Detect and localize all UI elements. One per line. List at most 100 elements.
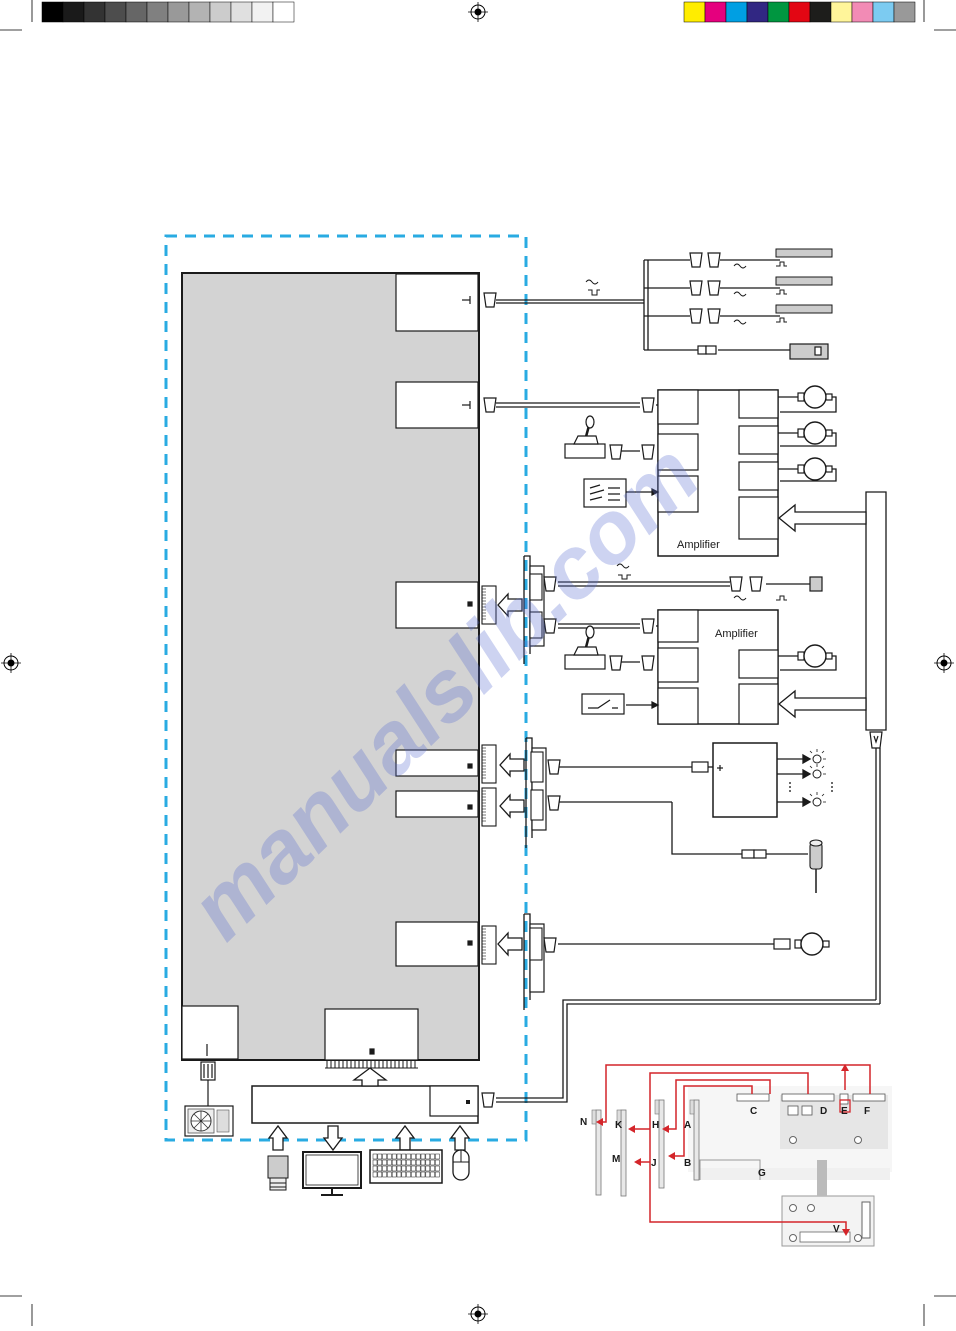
- red-arrowheads: [596, 1064, 850, 1236]
- callout-e: E: [841, 1106, 848, 1117]
- color-swatch: [683, 1, 706, 23]
- arrow-icon: [497, 931, 523, 957]
- power-connector: [200, 1061, 216, 1106]
- motor-icon: [797, 421, 833, 445]
- amplifier-cable: [496, 402, 658, 493]
- port-markers: [206, 296, 473, 1056]
- key: [411, 1159, 416, 1166]
- gray-swatch: [188, 1, 211, 23]
- key: [435, 1153, 440, 1160]
- key: [372, 1159, 378, 1166]
- callout-c: C: [750, 1106, 757, 1117]
- sensor-cable: [496, 259, 790, 351]
- key: [391, 1171, 397, 1178]
- io-port-marker: [466, 1100, 470, 1104]
- motor-icon: [797, 644, 833, 668]
- io-to-board-arrow: [352, 1067, 388, 1087]
- key: [382, 1165, 387, 1172]
- callout-m: M: [612, 1154, 620, 1165]
- callout-j: J: [651, 1158, 657, 1169]
- lamp-icon: [809, 749, 826, 764]
- lamp-driver: [712, 742, 778, 818]
- key: [435, 1165, 440, 1172]
- key: [430, 1165, 435, 1172]
- edge-connector: [325, 1059, 418, 1069]
- joystick-icon: [564, 415, 606, 459]
- key: [406, 1171, 411, 1178]
- key: [425, 1171, 431, 1178]
- key: [401, 1165, 407, 1172]
- key: [377, 1171, 383, 1178]
- control-panel-icon: [583, 478, 627, 508]
- key: [425, 1165, 431, 1172]
- card-connector: [481, 585, 497, 625]
- callout-d: D: [820, 1106, 827, 1117]
- peripheral-arrows: [267, 1124, 471, 1152]
- callout-v: V: [833, 1224, 840, 1235]
- callout-k: K: [615, 1120, 623, 1131]
- registration-mark-icon: [1, 653, 21, 673]
- signal-symbols: [585, 261, 787, 601]
- joystick-icon: [564, 625, 606, 670]
- key: [382, 1171, 387, 1178]
- key: [401, 1159, 407, 1166]
- key: [430, 1153, 435, 1160]
- key: [430, 1159, 435, 1166]
- expansion-brackets: [481, 555, 547, 1010]
- gray-swatch: [251, 1, 274, 23]
- key: [396, 1159, 402, 1166]
- gray-swatch: [146, 1, 169, 23]
- gray-swatch: [209, 1, 232, 23]
- card-connector: [481, 744, 497, 784]
- key: [411, 1153, 416, 1160]
- io-connector-icon: [481, 1092, 495, 1108]
- key: [391, 1165, 397, 1172]
- photo-brackets: [591, 1099, 700, 1197]
- callout-letters: C D E F G A B H J K M N V: [580, 1106, 870, 1235]
- registration-mark-icon: [934, 653, 954, 673]
- key: [377, 1165, 383, 1172]
- color-swatch: [893, 1, 916, 23]
- switch-icon: [581, 693, 625, 715]
- motors-bottom: [778, 655, 837, 671]
- registration-mark-icon: [468, 1304, 488, 1324]
- gray-swatch: [104, 1, 127, 23]
- key: [382, 1159, 387, 1166]
- key: [396, 1165, 402, 1172]
- key: [415, 1165, 421, 1172]
- key: [401, 1153, 407, 1160]
- key: [391, 1153, 397, 1160]
- motor-icon: [794, 932, 830, 956]
- callout-n: N: [580, 1117, 587, 1128]
- color-calibration-bar: [683, 1, 916, 23]
- red-callout-box: [839, 1099, 851, 1113]
- motor-icon: [797, 457, 833, 481]
- card-connector: [481, 925, 497, 965]
- connector-icons-2: [483, 397, 655, 460]
- key: [406, 1153, 411, 1160]
- color-swatch: [746, 1, 769, 23]
- key: [372, 1153, 378, 1160]
- gray-swatch: [125, 1, 148, 23]
- key: [420, 1165, 426, 1172]
- amplifier-top-label: Amplifier: [677, 539, 720, 551]
- gray-swatch: [230, 1, 253, 23]
- photo-bracket: [591, 1109, 602, 1196]
- sensor-bars: [775, 248, 833, 314]
- registration-mark-icon: [468, 2, 488, 22]
- motor-icon: [797, 385, 833, 409]
- arrow-icon: [499, 752, 525, 778]
- connector-icons: [483, 252, 829, 360]
- key: [387, 1153, 392, 1160]
- photo-bracket: [689, 1099, 700, 1181]
- camera-icon: [267, 1155, 289, 1191]
- color-swatch: [851, 1, 874, 23]
- key: [415, 1159, 421, 1166]
- key: [406, 1159, 411, 1166]
- grayscale-calibration-bar: [41, 1, 295, 23]
- key: [377, 1159, 383, 1166]
- key: [387, 1159, 392, 1166]
- color-swatch: [725, 1, 748, 23]
